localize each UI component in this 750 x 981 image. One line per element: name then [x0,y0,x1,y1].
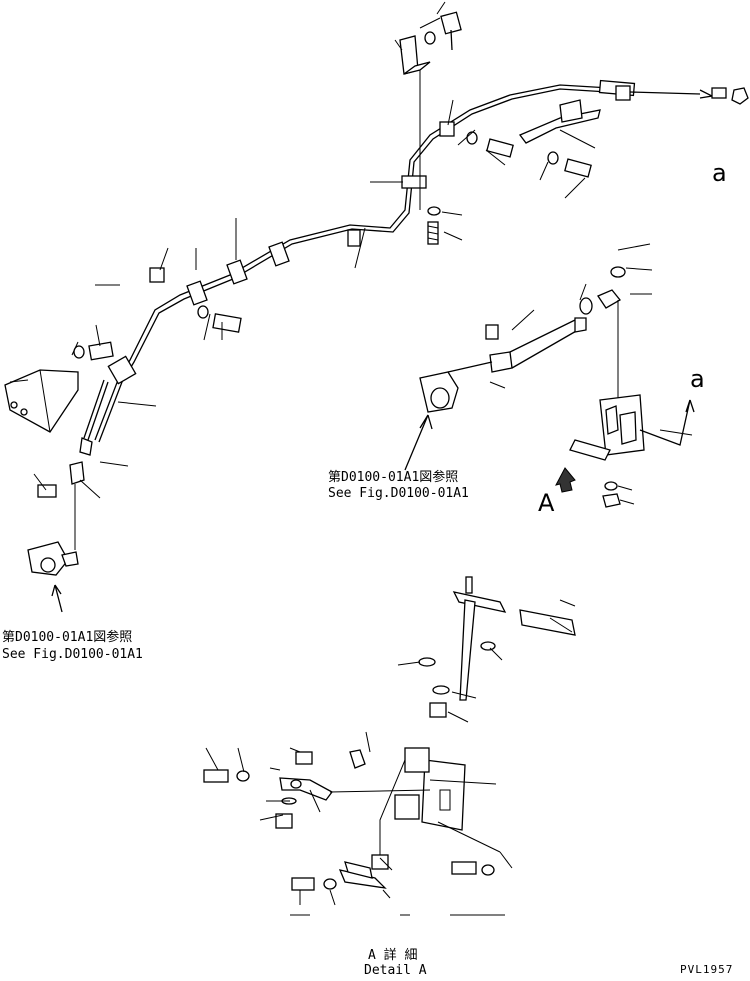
right-bracket [466,99,601,178]
drawing-code: PVL1957 [680,963,734,976]
detail-title-en: Detail A [364,963,427,978]
reference-upper-en: See Fig.D0100-01A1 [328,486,469,501]
detail-a-drawing [203,576,576,891]
control-cable [79,79,749,456]
reference-upper-jp: 第D0100-01A1図参照 [328,470,459,485]
lower-clevis [27,461,85,613]
top-bracket [399,11,462,210]
detail-title-jp: A 詳 細 [368,948,418,963]
view-letter-a-mid: a [690,365,705,393]
pedal-assembly-small [555,300,695,508]
reference-lower-jp: 第D0100-01A1図参照 [2,630,133,645]
middle-rod [404,266,626,471]
view-letter-a-right: a [712,159,727,187]
reference-lower-en: See Fig.D0100-01A1 [2,647,143,662]
left-bracket [4,305,242,433]
middle-bolt [427,206,441,245]
leader-lines [9,1,693,916]
view-letter-big-a: A [538,489,555,517]
